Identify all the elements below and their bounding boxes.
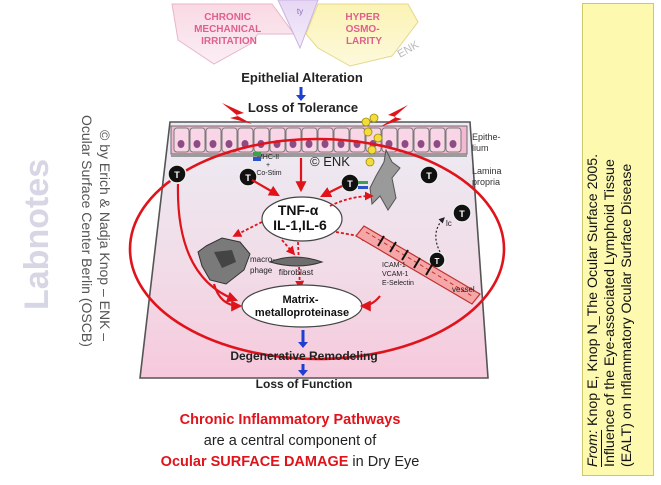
citation-box: From: Knop E, Knop N_The Ocular Surface … [582, 3, 654, 476]
svg-text:T: T [459, 209, 465, 219]
mmp-label: Matrix- metalloproteinase [255, 294, 349, 319]
caption-line-1: Chronic Inflammatory Pathways [179, 412, 401, 428]
top-banner: CHRONIC MECHANICAL IRRITATION ty HYPER O… [171, 0, 422, 67]
inflammation-cycle-ring [128, 137, 506, 361]
citation-line-2: Influence of the Eye-associated Lymphoid… [602, 159, 618, 467]
yellow-granules [361, 113, 383, 167]
lamina-propria-label: Lamina propria [472, 166, 504, 187]
degenerative-remodeling-label: Degenerative Remodeling [230, 349, 377, 363]
citation-line-1: From: Knop E, Knop N_The Ocular Surface … [585, 153, 601, 467]
t-cell-4: T [419, 165, 439, 185]
receptor-accents [253, 152, 368, 189]
citation-from: From: [585, 429, 601, 467]
mmp-node [241, 284, 363, 328]
cytokine-hub [261, 196, 343, 242]
cytokine-inputs [251, 158, 343, 197]
credit-line-2: Ocular Surface Center Berlin (OSCB) [79, 115, 95, 347]
t-cell-2: T [238, 167, 258, 187]
vessel-label: vessel [452, 285, 475, 294]
macrophage-label: macro- phage [250, 255, 277, 275]
mechanical-irritation-arrow [171, 3, 295, 65]
blue-arrow-1-head [296, 95, 306, 101]
caption: Chronic Inflammatory Pathways are a cent… [80, 410, 500, 473]
watermark-text: Labnotes [18, 159, 56, 310]
adhesion-molecules-label: ICAM-1 VCAM-1 E-Selectin [382, 262, 414, 287]
citation-line-3: (EALT) on Inflammatory Ocular Surface Di… [619, 163, 635, 467]
mhc-costim-label: MHC-II + Co-Stim [256, 154, 281, 177]
citation-text: From: Knop E, Knop N_The Ocular Surface … [583, 4, 655, 477]
fibroblast-icon [268, 256, 324, 267]
dendritic-cell-icon [369, 148, 401, 211]
t-cell-6: T [428, 251, 446, 269]
caption-line-3: Ocular SURFACE DAMAGE in Dry Eye [80, 452, 500, 473]
svg-text:T: T [426, 171, 432, 181]
t-cell-3: T [340, 173, 360, 193]
hyperosmolarity-arrow [305, 3, 419, 67]
t-cell-5: T [452, 203, 472, 223]
epithelium-layer [170, 125, 468, 157]
credit-line-1: © by Erich & Nadja Knop – ENK – [97, 130, 113, 341]
t-cell-1: T [167, 164, 187, 184]
svg-text:T: T [245, 173, 251, 183]
svg-text:T: T [435, 257, 440, 266]
fibroblast-label: fibroblast [279, 267, 314, 277]
center-arrow [277, 0, 319, 50]
cytokine-label: TNF-α IL-1,IL-6 [273, 202, 327, 233]
mechanical-irritation-label: CHRONIC MECHANICAL IRRITATION [194, 12, 264, 47]
loss-of-tolerance-label: Loss of Tolerance [248, 100, 358, 115]
epithelial-alteration-label: Epithelial Alteration [241, 70, 363, 85]
svg-text:T: T [174, 170, 180, 180]
loss-of-function-label: Loss of Function [256, 377, 353, 391]
center-arrow-label: ty [297, 7, 303, 16]
left-credit: Labnotes © by Erich & Nadja Knop – ENK –… [18, 115, 113, 347]
caption-tail: in Dry Eye [348, 454, 420, 470]
lightning-bolt-left [222, 103, 252, 124]
cytokine-outputs [232, 191, 374, 290]
vessel-icon [355, 225, 481, 305]
tissue-copyright-mark: © ENK [310, 154, 350, 169]
mmp-inputs [176, 183, 381, 312]
hyperosmolarity-label: HYPER OSMO- LARITY [345, 12, 382, 47]
caption-highlight: Ocular SURFACE DAMAGE [160, 454, 349, 470]
epithelium-label: Epithe- lium [472, 132, 503, 153]
svg-text:T: T [347, 179, 353, 189]
caption-line-2: are a central component of [203, 433, 377, 449]
langerhans-cell-label: lc [446, 219, 452, 228]
lc-migration-arrow [435, 217, 445, 253]
lightning-bolt-right [380, 105, 408, 127]
